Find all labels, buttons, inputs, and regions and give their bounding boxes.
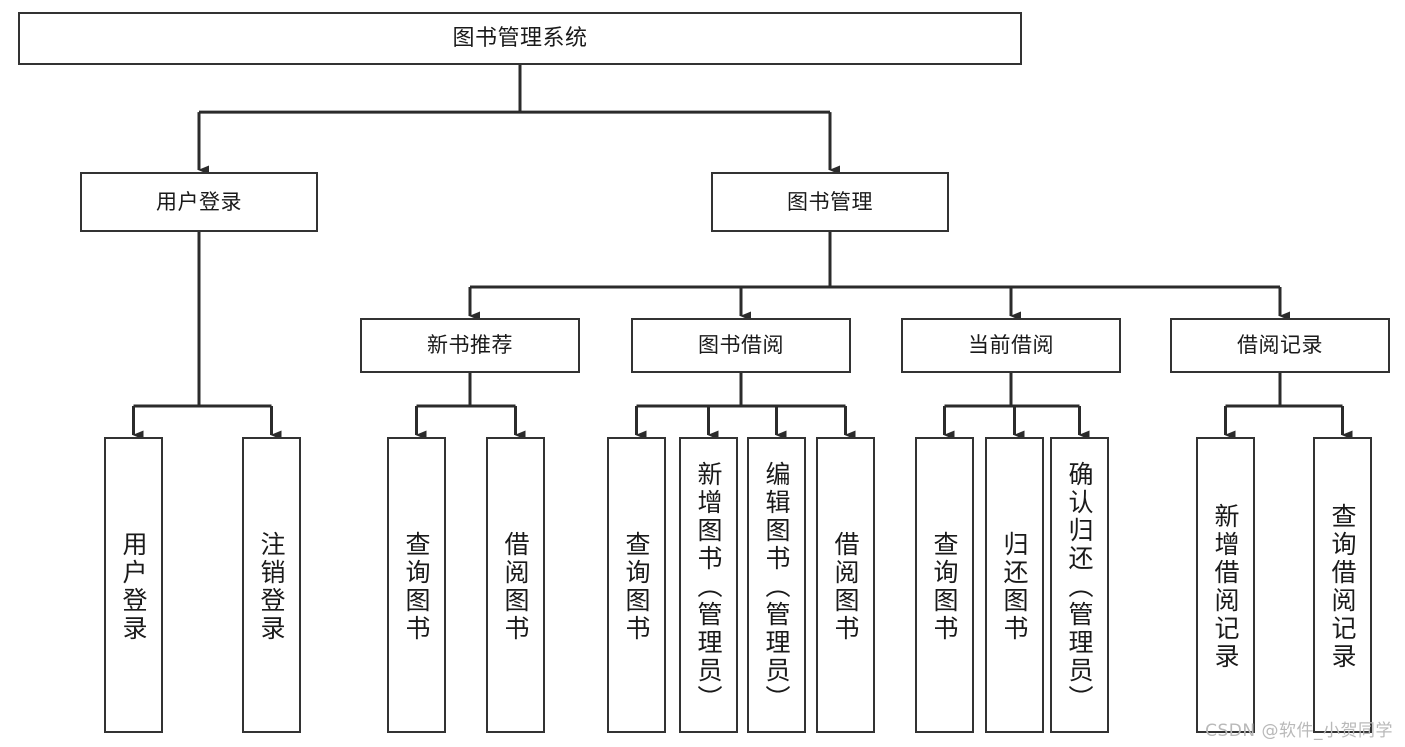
node-label: 查询图书: [622, 531, 651, 643]
node-newbook[interactable]: 新书推荐: [360, 318, 580, 373]
node-label: 查询借阅记录: [1328, 503, 1357, 671]
node-label: 图书管理: [787, 189, 873, 214]
node-label: 归还图书: [1000, 531, 1029, 643]
node-label: 当前借阅: [968, 333, 1054, 358]
node-label: 用户登录: [156, 189, 242, 214]
node-label: 借阅记录: [1237, 333, 1323, 358]
node-label: 用户登录: [119, 531, 148, 643]
node-label: 新增借阅记录: [1211, 503, 1240, 671]
node-leaf-new-1[interactable]: 查询图书: [387, 437, 446, 733]
node-label: 图书管理系统: [452, 25, 588, 51]
node-leaf-borrow-4[interactable]: 借阅图书: [816, 437, 875, 733]
node-leaf-rec-2[interactable]: 查询借阅记录: [1313, 437, 1372, 733]
node-label: 借阅图书: [831, 531, 860, 643]
node-root[interactable]: 图书管理系统: [18, 12, 1022, 65]
node-leaf-rec-1[interactable]: 新增借阅记录: [1196, 437, 1255, 733]
node-leaf-login-2[interactable]: 注销登录: [242, 437, 301, 733]
node-leaf-cur-3[interactable]: 确认归还（管理员）: [1050, 437, 1109, 733]
node-leaf-borrow-3[interactable]: 编辑图书（管理员）: [747, 437, 806, 733]
node-leaf-cur-1[interactable]: 查询图书: [915, 437, 974, 733]
node-leaf-borrow-1[interactable]: 查询图书: [607, 437, 666, 733]
node-label: 新增图书（管理员）: [694, 461, 723, 713]
node-current[interactable]: 当前借阅: [901, 318, 1121, 373]
node-label: 注销登录: [257, 531, 286, 643]
node-label: 查询图书: [930, 531, 959, 643]
node-login[interactable]: 用户登录: [80, 172, 318, 232]
node-label: 图书借阅: [698, 333, 784, 358]
node-borrow[interactable]: 图书借阅: [631, 318, 851, 373]
node-leaf-login-1[interactable]: 用户登录: [104, 437, 163, 733]
node-leaf-new-2[interactable]: 借阅图书: [486, 437, 545, 733]
node-bookmgmt[interactable]: 图书管理: [711, 172, 949, 232]
node-label: 确认归还（管理员）: [1065, 461, 1094, 713]
watermark: CSDN @软件_小贺同学: [1205, 721, 1393, 741]
node-label: 编辑图书（管理员）: [762, 461, 791, 713]
node-label: 查询图书: [402, 531, 431, 643]
node-label: 借阅图书: [501, 531, 530, 643]
node-leaf-cur-2[interactable]: 归还图书: [985, 437, 1044, 733]
node-records[interactable]: 借阅记录: [1170, 318, 1390, 373]
node-label: 新书推荐: [427, 333, 513, 358]
node-leaf-borrow-2[interactable]: 新增图书（管理员）: [679, 437, 738, 733]
